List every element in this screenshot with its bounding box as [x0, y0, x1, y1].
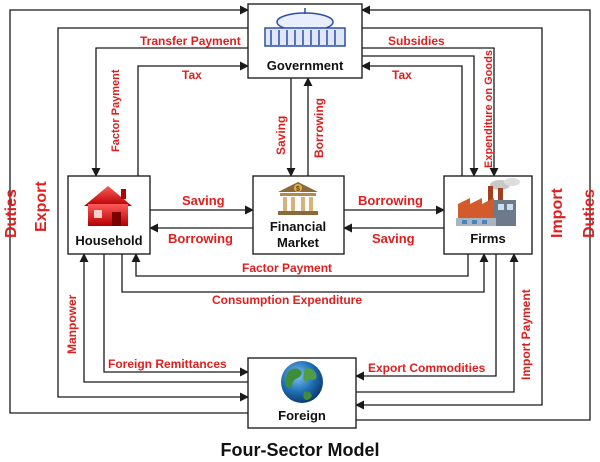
- export-label: Export: [33, 181, 50, 232]
- import-label: Import: [549, 188, 566, 238]
- financial-market-label-line1: Financial: [270, 219, 326, 234]
- import-payment-label: Import Payment: [519, 289, 533, 380]
- saving-household-label: Saving: [182, 193, 225, 208]
- bank-icon: $: [278, 182, 318, 215]
- financial-market-node: $ Financial Market: [252, 175, 345, 255]
- firms-label: Firms: [470, 231, 505, 246]
- saving-firms-label: Saving: [372, 231, 415, 246]
- diagram-title: Four-Sector Model: [220, 440, 379, 460]
- duties-left-label: Duties: [3, 189, 20, 238]
- borrowing-gov-label: Borrowing: [312, 98, 326, 158]
- import-payment-line: [356, 253, 519, 393]
- subsidies-label: Subsidies: [388, 34, 445, 48]
- import-line: [355, 27, 543, 410]
- globe-icon: [281, 361, 323, 403]
- foreign-node: Foreign: [247, 357, 357, 429]
- tax-household-line: [137, 61, 249, 176]
- transfer-payment-line: [91, 47, 248, 177]
- financial-market-label-line2: Market: [277, 235, 320, 250]
- svg-text:$: $: [296, 186, 300, 193]
- connection-lines: [9, 5, 591, 421]
- tax-household-label: Tax: [182, 68, 202, 82]
- foreign-label: Foreign: [278, 408, 326, 423]
- export-line: [57, 27, 249, 402]
- subsidies-line: [362, 47, 499, 177]
- factor-payment-label: Factor Payment: [242, 261, 332, 275]
- house-icon: [84, 186, 132, 226]
- household-node: Household: [67, 175, 151, 255]
- expenditure-line: [362, 55, 479, 177]
- export-commodities-line: [355, 254, 497, 381]
- government-label: Government: [267, 58, 344, 73]
- tax-firms-label: Tax: [392, 68, 412, 82]
- tax-firms-line: [361, 61, 463, 176]
- foreign-remittances-label: Foreign Remittances: [108, 357, 227, 371]
- factor-payment-gov-label: Factor Payment: [110, 69, 122, 152]
- saving-gov-label: Saving: [274, 116, 288, 155]
- duties-left-line: [9, 5, 249, 414]
- consumption-expenditure-label: Consumption Expenditure: [212, 293, 362, 307]
- remittance-line: [103, 254, 249, 377]
- government-node: Government: [247, 3, 363, 79]
- transfer-payment-label: Transfer Payment: [140, 34, 241, 48]
- factory-icon: [456, 178, 520, 226]
- manpower-line: [79, 253, 248, 383]
- expenditure-on-goods-label: Expenditure on Goods: [483, 50, 495, 168]
- factor-payment-line: [131, 253, 469, 277]
- duties-right-label: Duties: [581, 189, 598, 238]
- duties-right-line: [356, 5, 591, 421]
- borrowing-household-label: Borrowing: [168, 231, 233, 246]
- firms-node: Firms: [443, 175, 533, 255]
- export-commodities-label: Export Commodities: [368, 361, 486, 375]
- flow-labels: Transfer Payment Subsidies Tax Tax Facto…: [3, 34, 598, 380]
- household-label: Household: [75, 233, 142, 248]
- borrowing-firms-label: Borrowing: [358, 193, 423, 208]
- manpower-label: Manpower: [65, 294, 79, 354]
- parliament-building-icon: [264, 8, 346, 47]
- consumption-line: [121, 253, 489, 293]
